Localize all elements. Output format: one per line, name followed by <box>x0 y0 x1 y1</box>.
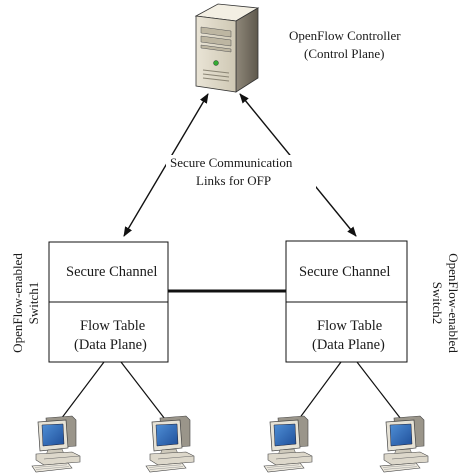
switch1-secure-channel-label: Secure Channel <box>66 264 157 280</box>
switch1-flow-table-label: Flow Table <box>80 318 145 334</box>
switch2-flow-table-label: Flow Table <box>317 318 382 334</box>
host3-link <box>295 361 342 424</box>
switch2-flow-table-box <box>285 301 408 363</box>
host4-link <box>356 361 405 424</box>
switch2: Secure Channel Flow Table (Data Plane) O… <box>285 240 461 363</box>
switch1-flow-table-box <box>48 301 169 363</box>
switch2-side-label-line2: Switch2 <box>430 282 445 325</box>
switch1-side-label-line2: Switch1 <box>26 282 41 325</box>
host2-link <box>120 361 169 424</box>
switch2-data-plane-label: (Data Plane) <box>312 337 385 353</box>
host1-link <box>57 361 105 424</box>
desktop-computer-icon <box>263 415 313 473</box>
link-label-line2: Links for OFP <box>196 173 271 188</box>
switch2-secure-channel-label: Secure Channel <box>299 264 390 280</box>
switch1-side-label-line1: OpenFlow-enabled <box>10 253 25 353</box>
switch1-data-plane-label: (Data Plane) <box>74 337 147 353</box>
server-tower-icon <box>194 3 260 93</box>
desktop-computer-icon <box>145 415 195 473</box>
switch1: Secure Channel Flow Table (Data Plane) O… <box>10 241 169 363</box>
desktop-computer-icon <box>31 415 81 473</box>
controller-subtitle: (Control Plane) <box>304 46 385 61</box>
switch2-secure-channel-box <box>285 240 408 303</box>
switch1-secure-channel-box <box>48 241 169 303</box>
link-label-line1: Secure Communication <box>170 155 293 170</box>
controller-title: OpenFlow Controller <box>289 28 401 43</box>
desktop-computer-icon <box>379 415 429 473</box>
switch2-side-label-line1: OpenFlow-enabled <box>446 253 461 353</box>
